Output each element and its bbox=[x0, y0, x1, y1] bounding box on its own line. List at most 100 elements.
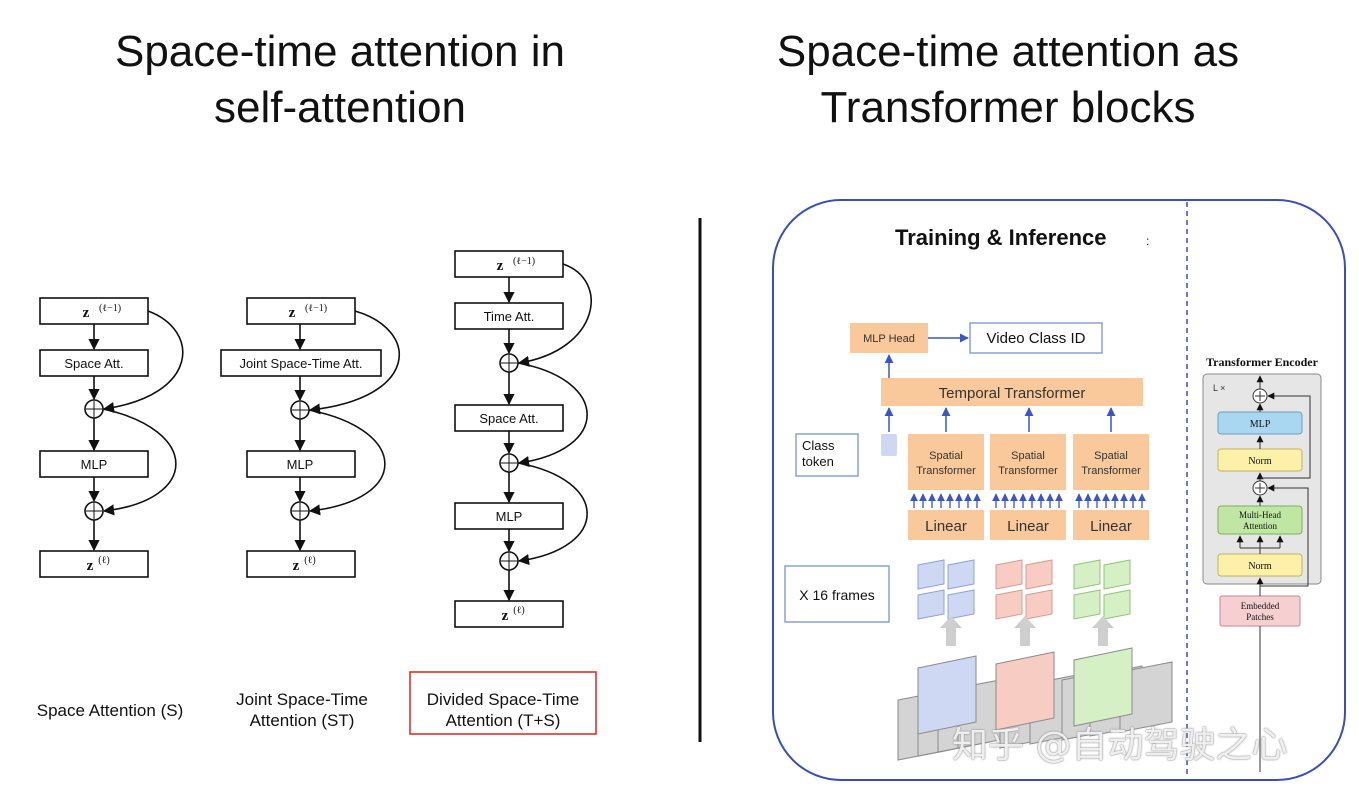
temporal-transformer-box bbox=[881, 378, 1143, 406]
encoder-repeat: L × bbox=[1213, 383, 1225, 393]
col3-labels: z (ℓ−1) Time Att. Space Att. MLP z (ℓ) bbox=[479, 256, 538, 624]
caption-space-attention-text: Space Attention (S) bbox=[36, 701, 184, 720]
skip-3a bbox=[517, 263, 592, 367]
patch-tile bbox=[1025, 589, 1053, 620]
space-attn-label-3: Space Att. bbox=[479, 411, 538, 426]
space-attention-diagram bbox=[39, 297, 184, 578]
training-heading: Training & Inference bbox=[895, 225, 1107, 250]
skip-1a bbox=[102, 310, 184, 414]
class-token-box bbox=[795, 433, 859, 477]
mlp-label-1: MLP bbox=[81, 457, 108, 472]
caption-joint-attention: Joint Space-Time Attention (ST) bbox=[212, 689, 392, 731]
spatial-3-line2: Transformer bbox=[1081, 465, 1141, 477]
spatial-1-line2: Transformer bbox=[916, 465, 976, 477]
input-box-3 bbox=[454, 250, 564, 278]
linear-label-2: Linear bbox=[1007, 518, 1049, 535]
up-arrow-1 bbox=[940, 616, 962, 646]
right-title-line2: Transformer blocks bbox=[820, 83, 1196, 132]
linear-box-3 bbox=[1073, 510, 1149, 540]
mlp-head-label: MLP Head bbox=[863, 333, 915, 345]
patch-grids bbox=[917, 559, 1131, 620]
output-sup-3: (ℓ) bbox=[513, 605, 524, 616]
up-arrow-2 bbox=[1014, 616, 1036, 646]
caption-divided-line2: Attention (T+S) bbox=[445, 711, 561, 730]
spatial-3-line1: Spatial bbox=[1094, 450, 1128, 462]
patch-tile bbox=[995, 559, 1023, 590]
spatial-1-line1: Spatial bbox=[929, 450, 963, 462]
output-sup-1: (ℓ) bbox=[98, 555, 109, 566]
output-label-3: z bbox=[502, 608, 509, 624]
patch-tile bbox=[1103, 559, 1131, 590]
encoder-mha-line2: Attention bbox=[1243, 521, 1277, 531]
input-box-2 bbox=[246, 297, 356, 325]
skip-1b bbox=[102, 408, 177, 516]
patch-tile bbox=[1025, 559, 1053, 590]
mlp-label-3: MLP bbox=[496, 509, 523, 524]
divided-caption-highlight bbox=[409, 671, 597, 735]
patch-tile bbox=[1073, 559, 1101, 590]
spatial-transformer-3 bbox=[1073, 434, 1149, 490]
linear-label-3: Linear bbox=[1090, 518, 1132, 535]
frames-box bbox=[784, 565, 890, 623]
frames-label: X 16 frames bbox=[799, 587, 874, 603]
encoder-frame bbox=[1202, 373, 1322, 585]
patch-tile bbox=[1103, 589, 1131, 620]
enc-residual-1 bbox=[1260, 484, 1309, 587]
output-label-2: z bbox=[293, 558, 300, 574]
enc-residual-2 bbox=[1260, 392, 1311, 479]
spatial-transformer-1 bbox=[908, 434, 984, 490]
left-title-line2: self-attention bbox=[214, 83, 466, 132]
skip-2a bbox=[308, 310, 401, 415]
output-box-2 bbox=[246, 550, 356, 578]
caption-joint-line2: Attention (ST) bbox=[249, 711, 355, 730]
spatial-transformer-2 bbox=[990, 434, 1066, 490]
embedded-line2: Patches bbox=[1246, 612, 1274, 622]
spatial-2-line1: Spatial bbox=[1011, 450, 1045, 462]
input-sup-3: (ℓ−1) bbox=[513, 256, 535, 267]
skip-2b bbox=[308, 409, 386, 516]
class-token-line2: token bbox=[802, 454, 834, 469]
patch-tile bbox=[917, 589, 945, 620]
frame-front bbox=[917, 655, 977, 735]
input-sup-2: (ℓ−1) bbox=[305, 303, 327, 314]
encoder-edges bbox=[1236, 375, 1311, 772]
caption-divided-line1: Divided Space-Time bbox=[426, 690, 580, 709]
input-label-2: z bbox=[289, 305, 296, 321]
class-token-chip bbox=[881, 434, 897, 456]
patch-tile bbox=[947, 559, 975, 590]
col1-labels: z (ℓ−1) Space Att. MLP z (ℓ) bbox=[64, 303, 123, 574]
attn-label-2: Joint Space-Time Att. bbox=[239, 356, 362, 371]
linear-label-1: Linear bbox=[925, 518, 967, 535]
class-token-line1: Class bbox=[802, 438, 835, 453]
patch-tile bbox=[995, 589, 1023, 620]
encoder-mha-line1: Multi-Head bbox=[1239, 510, 1281, 520]
attn-box-2 bbox=[220, 349, 382, 377]
attn-box-1 bbox=[39, 349, 149, 377]
training-heading-suffix: : bbox=[1146, 234, 1149, 248]
linear-box-1 bbox=[908, 510, 984, 540]
video-class-label: Video Class ID bbox=[987, 330, 1086, 347]
time-attn-box-3 bbox=[454, 302, 564, 330]
input-sup-1: (ℓ−1) bbox=[99, 303, 121, 314]
input-label-3: z bbox=[497, 258, 504, 274]
skip-3b bbox=[517, 362, 588, 468]
encoder-title: Transformer Encoder bbox=[1206, 355, 1319, 369]
encoder-mlp-label: MLP bbox=[1250, 419, 1271, 430]
frame-front bbox=[1073, 647, 1133, 727]
attn-label-1: Space Att. bbox=[64, 356, 123, 371]
left-title: Space-time attention in self-attention bbox=[40, 24, 640, 136]
output-label-1: z bbox=[87, 558, 94, 574]
skip-3c bbox=[517, 462, 588, 566]
video-class-box bbox=[969, 322, 1103, 354]
col2-labels: z (ℓ−1) Joint Space-Time Att. MLP z (ℓ) bbox=[239, 303, 362, 574]
patch-tile bbox=[947, 589, 975, 620]
embedded-line1: Embedded bbox=[1241, 601, 1280, 611]
caption-joint-line1: Joint Space-Time bbox=[236, 690, 368, 709]
divided-attention-diagram bbox=[454, 250, 592, 628]
linear-box-2 bbox=[990, 510, 1066, 540]
mlp-head-box bbox=[850, 323, 928, 353]
patch-tile bbox=[917, 559, 945, 590]
spatial-2-line2: Transformer bbox=[998, 465, 1058, 477]
encoder-norm-top-label: Norm bbox=[1248, 456, 1272, 467]
